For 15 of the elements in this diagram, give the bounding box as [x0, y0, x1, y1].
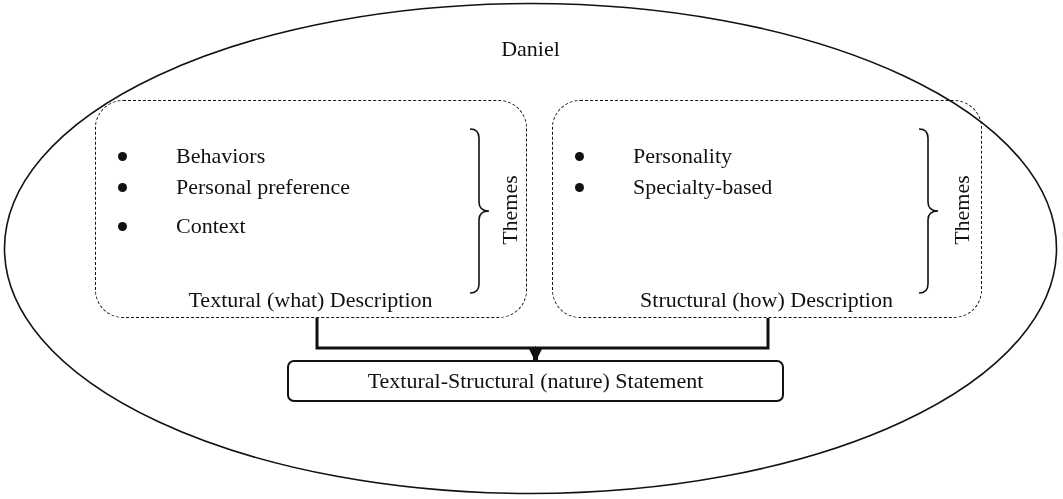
description-text: Textural (what) Description	[187, 287, 434, 313]
bracket-label: Themes	[497, 174, 523, 247]
ellipse-node	[3, 2, 1058, 495]
description-text: Structural (how) Description	[639, 287, 894, 313]
dashed-box	[552, 100, 982, 318]
list-item: Behaviors	[176, 143, 266, 169]
list-item: Personality	[633, 143, 732, 169]
list-item: Specialty-based	[633, 174, 773, 200]
bracket-label: Themes	[949, 174, 975, 247]
box-text: Textural-Structural (nature) Statement	[367, 368, 704, 394]
ellipse-title: Daniel	[500, 36, 561, 62]
list-item: Personal preference	[176, 174, 351, 200]
statement-box	[287, 360, 784, 402]
list-item: Context	[176, 213, 246, 239]
dashed-box	[95, 100, 527, 318]
